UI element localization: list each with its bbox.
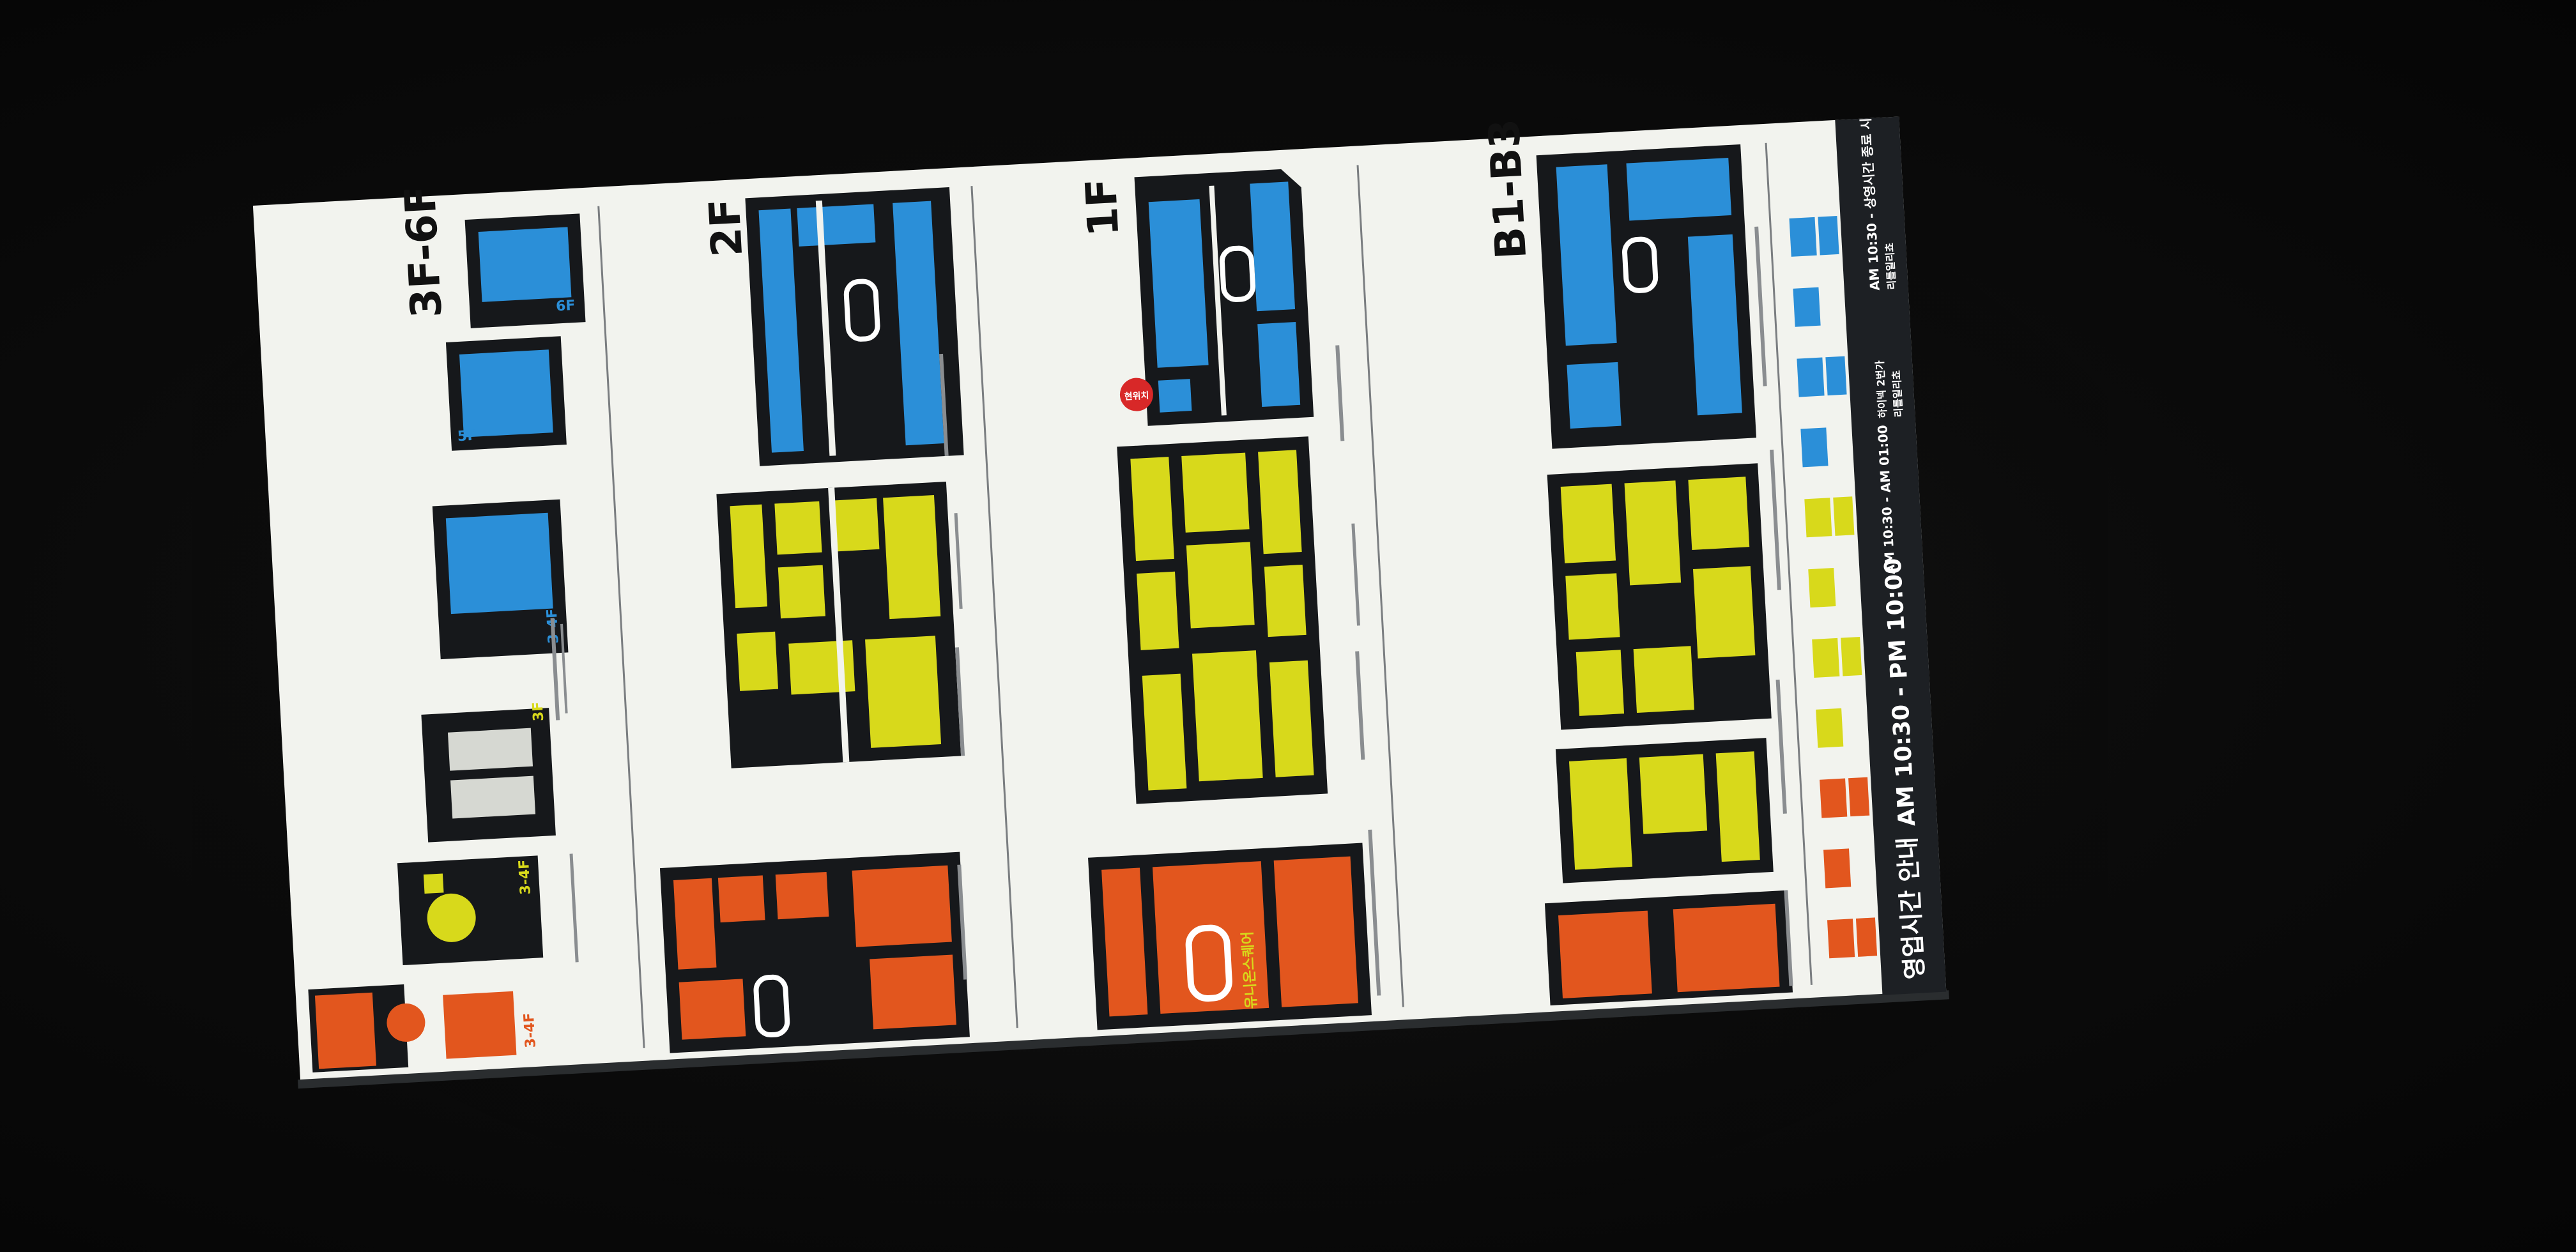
- hours-note-c: 리틀일리쵸: [1883, 242, 1898, 290]
- directory-board: 3F-6F 6F 5F 3-4F 3F 3-4F: [252, 116, 1949, 1089]
- floor-heading-3f-6f: 3F-6F: [395, 184, 452, 319]
- sublabel-6f: 6F: [555, 298, 576, 315]
- legend-2f: [939, 353, 968, 980]
- column-3f-6f: 3F-6F 6F 5F 3-4F 3F 3-4F: [308, 184, 586, 1073]
- floor-heading-b1-b3: B1-B3: [1479, 118, 1536, 261]
- hours-note-a: 하이넥 2번가: [1874, 360, 1889, 418]
- column-1f: 1F 현위치: [1077, 169, 1381, 1030]
- hours-note-b: 리틀일리쵸: [1890, 370, 1905, 418]
- floor-heading-1f: 1F: [1077, 177, 1129, 238]
- you-are-here-marker: 현위치: [1119, 378, 1153, 411]
- category-tag-strip: [1789, 215, 1878, 959]
- legend-1f: [1335, 345, 1381, 996]
- sublabel-3f: 3F: [530, 701, 548, 722]
- block-3f: [421, 708, 556, 843]
- sublabel-3-4f-c: 3-4F: [521, 1012, 539, 1048]
- here-marker-label: 현위치: [1124, 391, 1149, 402]
- column-2f: 2F: [659, 187, 970, 1053]
- sublabel-5f: 5F: [457, 428, 477, 445]
- board-frame-bottom: [298, 990, 1949, 1089]
- legend-b: [1754, 226, 1793, 986]
- legend-3f-6f: [550, 618, 579, 963]
- board-panel: [252, 116, 1947, 1081]
- hours-bar: [1835, 116, 1947, 995]
- sublabel-3-4f-b: 3-4F: [516, 859, 534, 895]
- column-b1-b3: B1-B3: [1479, 118, 1793, 1006]
- floor-heading-2f: 2F: [700, 197, 752, 258]
